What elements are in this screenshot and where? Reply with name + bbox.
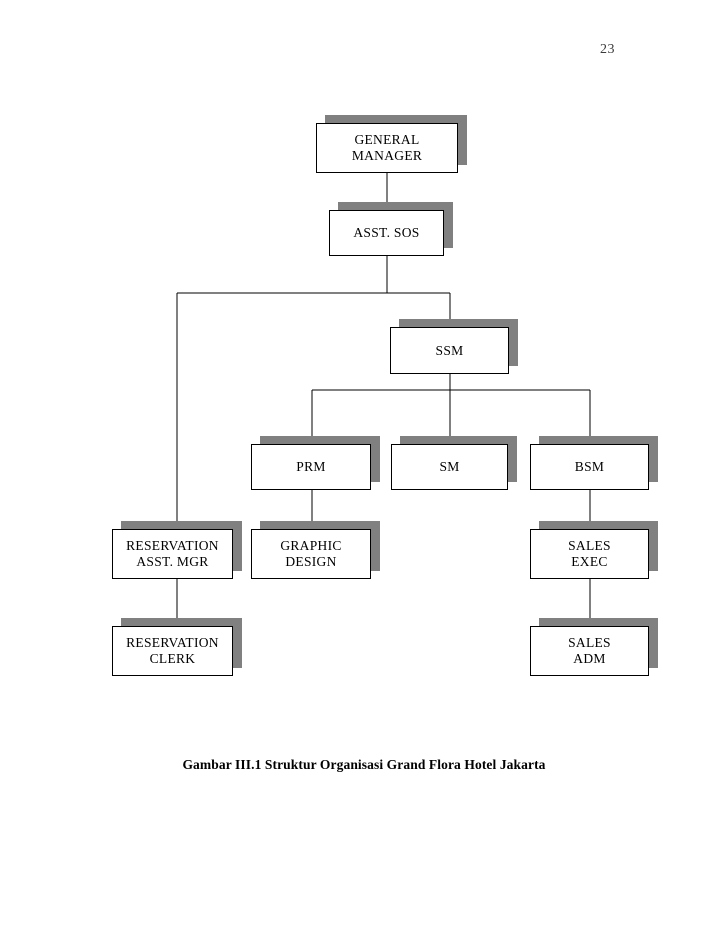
org-node-res_clerk[interactable]: RESERVATION CLERK <box>112 618 242 676</box>
org-node-graphic[interactable]: GRAPHIC DESIGN <box>251 521 380 579</box>
org-node-sales_adm[interactable]: SALES ADM <box>530 618 658 676</box>
org-node-label: PRM <box>296 459 326 475</box>
org-node-label: GRAPHIC DESIGN <box>280 538 342 569</box>
org-node-sm[interactable]: SM <box>391 436 517 490</box>
org-node-box: ASST. SOS <box>329 210 444 256</box>
org-node-box: RESERVATION CLERK <box>112 626 233 676</box>
org-node-label: ASST. SOS <box>353 225 420 241</box>
org-node-prm[interactable]: PRM <box>251 436 380 490</box>
org-node-box: SM <box>391 444 508 490</box>
org-node-box: SALES EXEC <box>530 529 649 579</box>
org-node-box: RESERVATION ASST. MGR <box>112 529 233 579</box>
org-node-ssm[interactable]: SSM <box>390 319 518 374</box>
org-chart: GENERAL MANAGER ASST. SOS SSM PRM SM BSM RESER… <box>112 115 658 676</box>
org-node-bsm[interactable]: BSM <box>530 436 658 490</box>
page-number: 23 <box>600 42 615 57</box>
org-node-label: BSM <box>574 459 605 475</box>
org-node-box: GRAPHIC DESIGN <box>251 529 371 579</box>
org-node-label: SALES ADM <box>568 635 611 666</box>
org-node-label: RESERVATION CLERK <box>126 635 219 666</box>
org-node-box: SALES ADM <box>530 626 649 676</box>
org-node-label: SSM <box>435 342 464 358</box>
org-node-label: SM <box>439 459 460 475</box>
org-node-label: RESERVATION ASST. MGR <box>126 538 219 569</box>
org-node-box: GENERAL MANAGER <box>316 123 458 173</box>
org-node-box: SSM <box>390 327 509 374</box>
org-node-box: PRM <box>251 444 371 490</box>
org-node-sales_exec[interactable]: SALES EXEC <box>530 521 658 579</box>
org-node-box: BSM <box>530 444 649 490</box>
org-node-asst_sos[interactable]: ASST. SOS <box>329 202 453 256</box>
org-node-label: GENERAL MANAGER <box>351 132 423 163</box>
org-node-res_asst[interactable]: RESERVATION ASST. MGR <box>112 521 242 579</box>
org-node-gm[interactable]: GENERAL MANAGER <box>316 115 467 173</box>
org-node-label: SALES EXEC <box>568 538 611 569</box>
figure-caption: Gambar III.1 Struktur Organisasi Grand F… <box>182 757 546 772</box>
